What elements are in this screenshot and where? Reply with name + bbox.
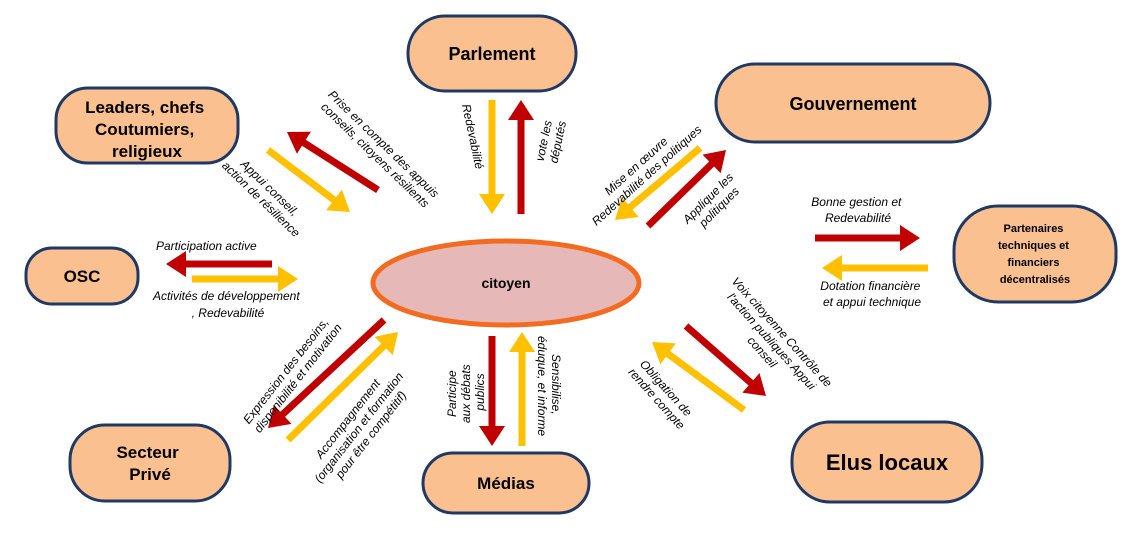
node-leaders-line2: Coutumiers, xyxy=(95,120,194,139)
node-osc[interactable]: OSC xyxy=(24,246,140,306)
label-osc-participation: Participation active xyxy=(156,239,257,253)
arrow-gouv-mise xyxy=(615,145,703,220)
label-medias-sensibilise: Sensibilise, éduque, et informe xyxy=(535,336,563,436)
node-medias[interactable]: Médias xyxy=(421,451,591,515)
label-gouv-applique: Applique les politiques xyxy=(679,168,748,237)
label-ptf-dotation-line2: et appui technique xyxy=(823,295,921,309)
label-ptf-bonne: Bonne gestion et Redevabilité xyxy=(811,195,904,225)
arrow-elus-voix xyxy=(683,323,766,396)
label-prive-expression-line2: disponibilité et motivation xyxy=(251,321,345,436)
label-osc-activites: Activités de développement , Redevabilit… xyxy=(152,289,303,320)
node-leaders-line3: religieux xyxy=(112,142,182,161)
node-leaders-label: Leaders, chefs Coutumiers, religieux xyxy=(85,98,209,161)
label-ptf-dotation-line1: Dotation financière xyxy=(820,279,920,293)
node-parlement[interactable]: Parlement xyxy=(406,14,578,93)
arrow-parlement-vote xyxy=(508,100,534,214)
label-medias-participe-line3: publics xyxy=(473,373,487,411)
label-ptf-bonne-line2: Redevabilité xyxy=(825,211,891,225)
node-osc-label: OSC xyxy=(64,267,101,286)
arrow-leaders-appui xyxy=(265,147,350,212)
center-citoyen[interactable]: citoyen xyxy=(370,238,642,328)
node-elus-locaux[interactable]: Elus locaux xyxy=(790,420,984,504)
label-elus-voix: Voix citoyenne Contrôle de l'action publ… xyxy=(708,274,837,411)
label-leaders-prise: Prise en compte des appuis conseils, cit… xyxy=(316,87,444,212)
arrow-osc-activites xyxy=(192,266,298,292)
node-secteur-prive-line1: Secteur xyxy=(116,443,179,462)
node-elus-locaux-label: Elus locaux xyxy=(826,450,949,475)
node-secteur-prive-line2: Privé xyxy=(129,465,171,484)
arrow-ptf-bonne xyxy=(815,225,920,251)
label-leaders-prise-line1: Prise en compte des appuis xyxy=(325,87,441,200)
label-elus-voix-line2: l'action publiques Appui xyxy=(724,290,818,393)
arrow-medias-participe xyxy=(479,336,505,446)
label-leaders-prise-line2: conseils, citoyens résilients xyxy=(318,100,432,211)
label-leaders-appui: Appui conseil, action de résilience xyxy=(219,148,313,240)
arrow-osc-participation xyxy=(166,251,272,277)
label-prive-accomp-line2: (organisation et formation xyxy=(311,369,406,485)
arrow-parlement-redevabilite xyxy=(479,100,505,214)
node-secteur-prive-label: Secteur Privé xyxy=(116,443,183,484)
node-partenaires-line4: décentralisés xyxy=(1000,274,1070,286)
center-citoyen-label: citoyen xyxy=(481,275,530,291)
arrow-leaders-prise xyxy=(287,131,380,193)
label-osc-activites-line2: , Redevabilité xyxy=(192,306,265,320)
label-parlement-vote: vote les députés xyxy=(533,116,570,166)
node-parlement-label: Parlement xyxy=(448,44,535,64)
arrow-prive-accomp xyxy=(285,332,398,443)
label-medias-sensibilise-line2: éduque, et informe xyxy=(535,336,549,436)
node-partenaires-label: Partenaires techniques et financiers déc… xyxy=(998,223,1072,286)
label-osc-activites-line1: Activités de développement xyxy=(152,289,300,303)
node-leaders-line1: Leaders, chefs xyxy=(85,98,204,117)
node-partenaires-line1: Partenaires xyxy=(1004,223,1064,235)
node-partenaires-line2: techniques et xyxy=(998,240,1069,252)
arrow-gouv-applique xyxy=(645,150,726,229)
node-gouvernement[interactable]: Gouvernement xyxy=(714,62,992,144)
node-partenaires-line3: financiers xyxy=(1007,257,1059,269)
node-gouvernement-label: Gouvernement xyxy=(789,94,916,114)
label-medias-sensibilise-line1: Sensibilise, xyxy=(549,354,563,415)
label-ptf-dotation: Dotation financière et appui technique xyxy=(820,279,923,309)
arrow-elus-obligation xyxy=(652,342,747,413)
label-parlement-redevabilite: Redevabilité xyxy=(459,103,486,171)
node-medias-label: Médias xyxy=(477,474,535,493)
node-leaders[interactable]: Leaders, chefs Coutumiers, religieux xyxy=(54,86,240,165)
arrow-prive-expression xyxy=(268,317,387,428)
arrow-ptf-dotation xyxy=(822,255,928,281)
label-medias-participe: Participe aux débats publics xyxy=(445,361,487,423)
label-medias-participe-line2: aux débats xyxy=(459,364,473,423)
arrows-layer xyxy=(166,100,928,446)
arrow-medias-sensibilise xyxy=(509,332,535,446)
label-medias-participe-line1: Participe xyxy=(445,370,459,417)
label-ptf-bonne-line1: Bonne gestion et xyxy=(811,195,902,209)
node-secteur-prive[interactable]: Secteur Privé xyxy=(68,423,232,503)
node-partenaires[interactable]: Partenaires techniques et financiers déc… xyxy=(952,204,1118,304)
